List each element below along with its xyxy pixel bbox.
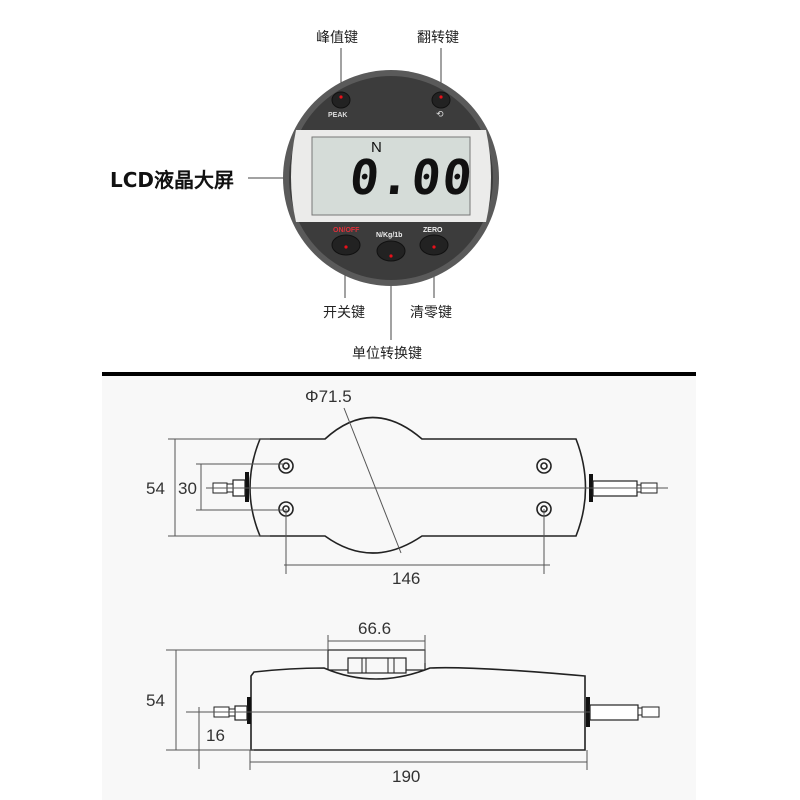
onoff-callout: 开关键 xyxy=(323,305,365,321)
hole-distance-label: 146 xyxy=(392,569,420,588)
onoff-indicator-dot xyxy=(344,245,348,249)
unit-indicator-dot xyxy=(389,254,393,258)
hole-spacing-label: 30 xyxy=(178,479,197,498)
top-height-label: 54 xyxy=(146,479,165,498)
top-view xyxy=(212,416,658,554)
flip-callout: 翻转键 xyxy=(417,30,459,46)
unit-callout: 单位转换键 xyxy=(352,346,422,362)
top-view-dimension-lines xyxy=(168,407,668,574)
axis-height-label: 16 xyxy=(206,726,225,745)
peak-button[interactable] xyxy=(331,91,351,109)
display-width-label: 66.6 xyxy=(358,619,391,638)
lcd-screen xyxy=(311,136,471,216)
zero-button[interactable] xyxy=(419,234,449,256)
side-view xyxy=(213,649,660,751)
peak-indicator-dot xyxy=(339,95,343,99)
section-divider xyxy=(102,372,696,377)
side-height-label: 54 xyxy=(146,691,165,710)
flip-button[interactable] xyxy=(431,91,451,109)
zero-engraving: ZERO xyxy=(423,227,443,234)
length-label: 190 xyxy=(392,767,420,786)
peak-engraving: PEAK xyxy=(328,112,348,119)
device-front-view xyxy=(248,48,499,340)
onoff-engraving: ON/OFF xyxy=(333,227,360,234)
flip-indicator-dot xyxy=(439,95,443,99)
peak-callout: 峰值键 xyxy=(316,30,358,46)
zero-indicator-dot xyxy=(432,245,436,249)
unit-engraving: N/Kg/1b xyxy=(376,232,403,239)
unit-button[interactable] xyxy=(376,240,406,262)
lcd-unit: N xyxy=(371,139,382,156)
lcd-callout: LCD液晶大屏 xyxy=(110,168,235,192)
flip-engraving: ⟲ xyxy=(436,110,444,120)
zero-callout: 清零键 xyxy=(410,305,452,321)
diameter-label: Φ71.5 xyxy=(305,387,352,406)
on-off-button[interactable] xyxy=(331,234,361,256)
side-view-dimension-lines xyxy=(166,635,590,770)
